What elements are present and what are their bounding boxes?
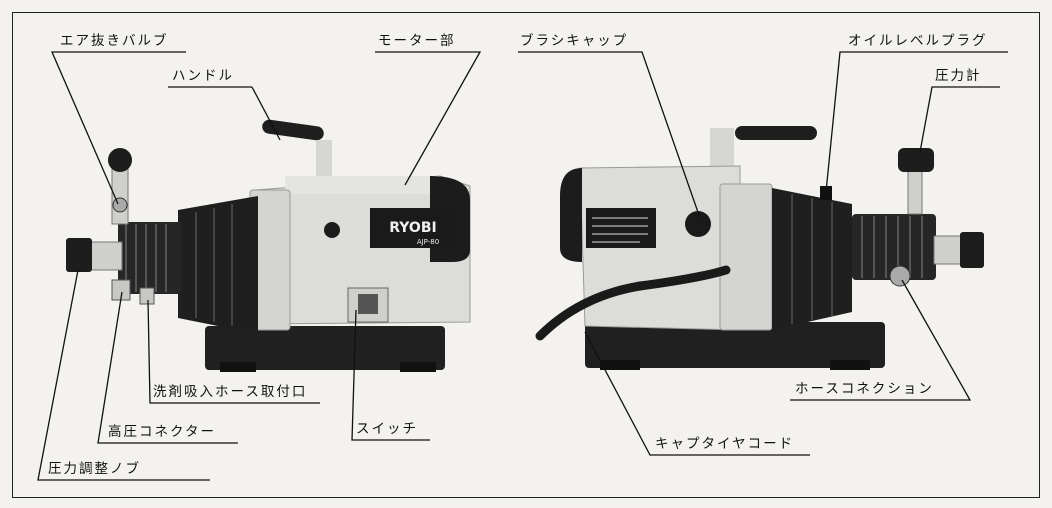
- label-brush-cap: ブラシキャップ: [520, 33, 629, 49]
- left-pressure-knob: [66, 238, 92, 272]
- right-nozzle: [933, 235, 963, 265]
- leader-air-valve: [51, 51, 186, 205]
- leader-hp-connector: [97, 291, 238, 444]
- label-pressure-gauge: 圧力計: [935, 68, 982, 84]
- right-plate-lines: [592, 217, 648, 243]
- label-motor: モーター部: [378, 33, 456, 49]
- right-cabtire-cord: [535, 265, 731, 341]
- leader-hose-connection: [790, 279, 972, 401]
- label-oil-plug: オイルレベルプラグ: [848, 33, 988, 49]
- left-motor-top: [285, 176, 440, 194]
- leader-lines: [37, 51, 1008, 481]
- left-base: [205, 326, 445, 370]
- brand-logo: RYOBI: [389, 220, 436, 236]
- left-brand-plate: [370, 208, 456, 248]
- leader-switch: [351, 309, 430, 441]
- right-flange: [719, 183, 773, 331]
- label-pressure-knob: 圧力調整ノブ: [48, 461, 141, 477]
- right-pressure-knob: [960, 232, 984, 268]
- right-foot: [600, 360, 640, 370]
- label-hose-connection: ホースコネクション: [795, 381, 934, 397]
- label-detergent-port: 洗剤吸入ホース取付口: [153, 384, 308, 400]
- right-base: [585, 322, 885, 368]
- right-gauge-stem: [907, 167, 923, 215]
- label-handle: ハンドル: [172, 68, 234, 84]
- left-nozzle: [89, 241, 123, 271]
- right-pressure-gauge: [898, 148, 934, 172]
- right-hose-connection: [889, 265, 911, 287]
- left-pump-ribs: [195, 204, 233, 326]
- brand-model: AJP-80: [417, 238, 439, 246]
- left-handle-post: [316, 140, 332, 176]
- leader-detergent-port: [147, 299, 320, 404]
- right-foot: [830, 360, 870, 370]
- right-pump: [535, 126, 984, 370]
- leader-cabtire-cord: [584, 331, 810, 456]
- left-detergent-port: [139, 287, 155, 305]
- left-handle: [262, 119, 324, 141]
- leader-oil-plug: [825, 51, 1008, 193]
- leader-brush-cap: [518, 51, 701, 219]
- right-gear-teeth: [861, 216, 923, 278]
- left-pump: RYOBI AJP-80: [66, 119, 471, 372]
- left-air-valve: [112, 197, 128, 213]
- label-cabtire-cord: キャプタイヤコード: [655, 436, 795, 452]
- leader-pressure-knob: [37, 269, 210, 481]
- diagram-frame: [12, 12, 1040, 498]
- left-gauge: [108, 148, 132, 172]
- left-switch: [358, 294, 378, 314]
- leader-handle: [251, 86, 281, 141]
- label-air-valve: エア抜きバルブ: [60, 33, 169, 49]
- label-switch: スイッチ: [356, 421, 418, 437]
- leader-motor: [375, 51, 482, 186]
- right-end-cap: [560, 168, 582, 262]
- leader-pressure-gauge: [919, 86, 1000, 153]
- left-pump-body: [178, 196, 258, 334]
- left-housing-hole: [324, 222, 340, 238]
- right-rating-plate: [586, 208, 656, 248]
- right-oil-plug: [820, 186, 832, 200]
- right-brush-cap: [685, 211, 711, 237]
- left-foot: [400, 362, 436, 372]
- label-hp-connector: 高圧コネクター: [108, 424, 216, 440]
- right-pump-ribs: [791, 194, 833, 324]
- left-foot: [220, 362, 256, 372]
- right-handle: [735, 126, 817, 140]
- left-gear-teeth: [125, 224, 167, 292]
